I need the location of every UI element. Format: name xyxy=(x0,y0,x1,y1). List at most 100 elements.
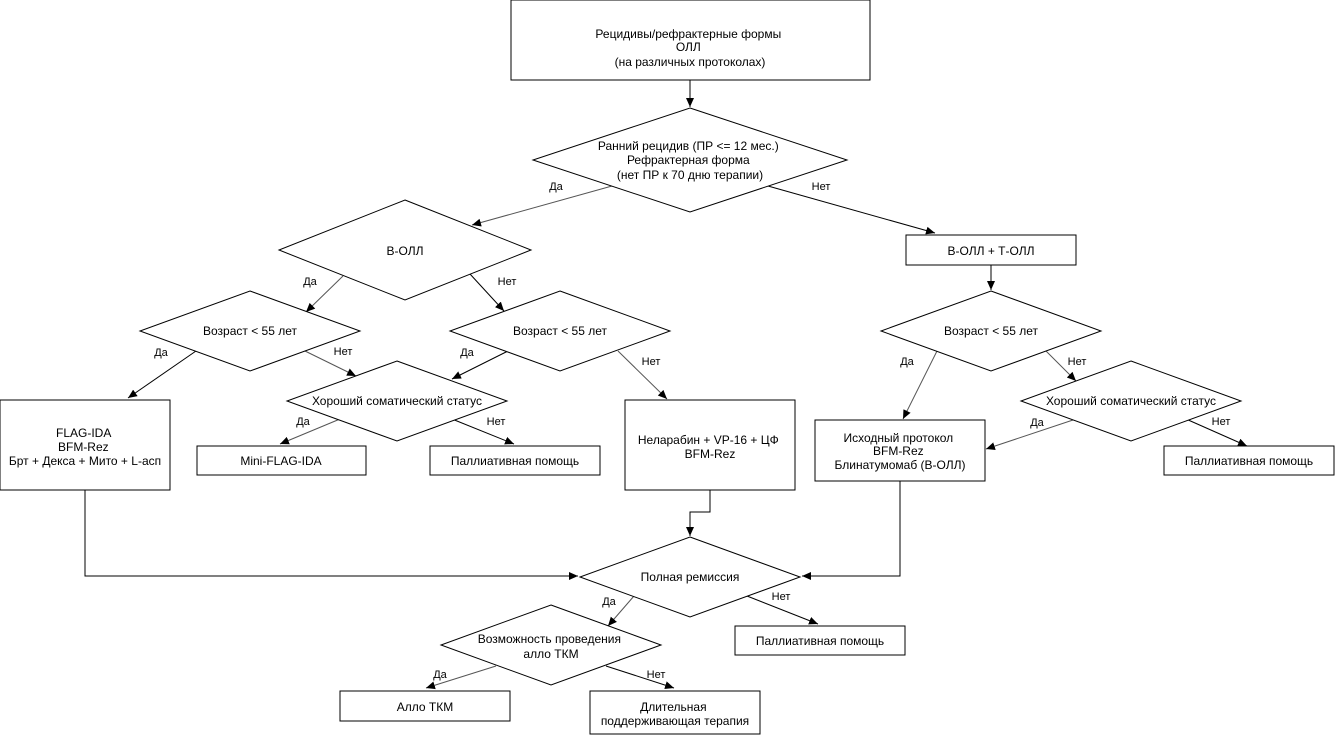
decision-b-all-label: В-ОЛЛ xyxy=(387,244,424,258)
svg-text:Возможность проведения: Возможность проведения алло ТКМ xyxy=(478,632,625,661)
decision-age-label: Возраст < 55 лет xyxy=(944,324,1039,338)
node-start-line: ОЛЛ xyxy=(676,40,701,54)
decision-early-relapse-line: Ранний рецидив (ПР <= 12 мес.) xyxy=(598,139,779,153)
edge-b-yes xyxy=(305,275,344,313)
edge-early-yes xyxy=(471,185,613,227)
decision-somatic-2: Хороший соматический статус xyxy=(1019,360,1243,442)
label-som2-yes: Да xyxy=(1030,417,1044,429)
decision-age-b-yes: Возраст < 55 лет xyxy=(138,290,362,372)
edge-rem-yes xyxy=(607,595,635,627)
edge-allo-yes xyxy=(425,665,497,690)
node-allo-tkm: Алло ТКМ xyxy=(339,690,511,722)
edge-allo-no xyxy=(605,665,675,690)
decision-allo-possible-line: алло ТКМ xyxy=(523,647,578,661)
decision-remission: Полная ремиссия xyxy=(578,536,802,618)
label-som1-no: Нет xyxy=(487,416,506,428)
edge-age2-no xyxy=(617,350,668,400)
edge-initial-to-remission xyxy=(802,481,901,580)
label-age1-no: Нет xyxy=(334,346,353,358)
node-start: Рецидивы/рефрактерные формы ОЛЛ (на разл… xyxy=(510,0,871,81)
edge-age1-no xyxy=(304,350,357,377)
node-nelarabine: Неларабин + VP-16 + ЦФ BFM-Rez xyxy=(624,399,796,491)
edge-flag-to-remission xyxy=(84,490,578,580)
node-palliative-3: Паллиативная помощь xyxy=(734,625,906,656)
decision-allo-possible: Возможность проведения алло ТКМ xyxy=(439,604,663,686)
node-initial-protocol: Исходный протокол BFM-Rez Блинатумомаб (… xyxy=(814,419,986,482)
svg-text:FLAG-IDA BFM-Rez: FLAG-IDA BFM-Rez Брт + Декса + Мито + L-… xyxy=(9,426,161,468)
label-som2-no: Нет xyxy=(1212,416,1231,428)
decision-somatic-label: Хороший соматический статус xyxy=(1046,394,1216,408)
node-initial-protocol-line: Блинатумомаб (В-ОЛЛ) xyxy=(835,458,966,472)
decision-age-label: Возраст < 55 лет xyxy=(513,324,608,338)
edge-som2-yes xyxy=(985,418,1077,450)
node-mini-flag-ida-label: Mini-FLAG-IDA xyxy=(240,454,321,468)
label-som1-yes: Да xyxy=(296,416,310,428)
edge-som1-yes xyxy=(279,418,341,445)
decision-remission-label: Полная ремиссия xyxy=(641,570,740,584)
node-palliative-1: Паллиативная помощь xyxy=(429,445,601,476)
node-palliative-label: Паллиативная помощь xyxy=(756,634,884,648)
edge-som1-no xyxy=(451,418,515,445)
label-age1-yes: Да xyxy=(154,347,168,359)
label-early-no: Нет xyxy=(812,181,831,193)
edge-rem-no xyxy=(746,595,819,625)
node-flag-ida-line: BFM-Rez xyxy=(58,440,109,454)
label-early-yes: Да xyxy=(549,181,563,193)
node-start-line: (на различных протоколах) xyxy=(615,55,766,69)
node-allo-tkm-label: Алло ТКМ xyxy=(397,700,453,714)
decision-early-relapse: Ранний рецидив (ПР <= 12 мес.) Рефрактер… xyxy=(531,107,849,213)
node-palliative-label: Паллиативная помощь xyxy=(1185,454,1313,468)
decision-somatic-label: Хороший соматический статус xyxy=(312,394,482,408)
decision-age-label: Возраст < 55 лет xyxy=(203,324,298,338)
decision-early-relapse-line: (нет ПР к 70 дню терапии) xyxy=(617,168,763,182)
label-b-no: Нет xyxy=(498,276,517,288)
svg-text:Длительная поддерживаю: Длительная поддерживающая терапия xyxy=(601,700,749,728)
edge-age2-yes xyxy=(451,350,509,380)
label-age3-yes: Да xyxy=(900,356,914,368)
edge-age1-yes xyxy=(127,350,197,399)
decision-somatic-1: Хороший соматический статус xyxy=(285,360,509,442)
node-mini-flag-ida: Mini-FLAG-IDA xyxy=(196,445,367,476)
node-flag-ida-line: FLAG-IDA xyxy=(56,426,111,440)
edge-labels: Да Нет Да Нет Да Нет Да Нет Да Нет Да Не… xyxy=(154,181,1230,681)
label-allo-yes: Да xyxy=(433,669,447,681)
label-rem-no: Нет xyxy=(772,591,791,603)
node-nelarabine-line: Неларабин + VP-16 + ЦФ xyxy=(638,433,779,447)
node-palliative-label: Паллиативная помощь xyxy=(451,454,579,468)
svg-text:Ранний рецидив (ПР <= 12 мес.): Ранний рецидив (ПР <= 12 мес.) Рефрактер… xyxy=(598,139,782,182)
svg-text:Исходный протокол BFM-: Исходный протокол BFM-Rez Блинатумомаб (… xyxy=(835,431,966,472)
label-age2-yes: Да xyxy=(460,347,474,359)
node-bt-all: В-ОЛЛ + Т-ОЛЛ xyxy=(905,234,1077,266)
node-maintenance-line: поддерживающая терапия xyxy=(601,714,749,728)
label-age3-no: Нет xyxy=(1068,356,1087,368)
node-start-line: Рецидивы/рефрактерные формы xyxy=(595,27,781,41)
label-age2-no: Нет xyxy=(642,356,661,368)
node-initial-protocol-line: Исходный протокол xyxy=(844,431,954,445)
edge-som2-no xyxy=(1185,418,1248,447)
node-maintenance-line: Длительная xyxy=(640,700,707,714)
decision-early-relapse-line: Рефрактерная форма xyxy=(627,153,750,167)
node-bt-all-label: В-ОЛЛ + Т-ОЛЛ xyxy=(948,244,1035,258)
svg-text:Неларабин + VP-16 + ЦФ: Неларабин + VP-16 + ЦФ BFM-Rez xyxy=(638,433,782,461)
node-nelarabine-line: BFM-Rez xyxy=(685,447,736,461)
label-b-yes: Да xyxy=(303,276,317,288)
label-rem-yes: Да xyxy=(602,596,616,608)
edges xyxy=(84,80,1248,690)
edge-nelarabine-to-remission xyxy=(686,490,711,536)
label-allo-no: Нет xyxy=(647,669,666,681)
decision-age-b-no: Возраст < 55 лет xyxy=(448,290,672,372)
edge-age3-yes xyxy=(902,350,938,420)
node-flag-ida-line: Брт + Декса + Мито + L-асп xyxy=(9,454,161,468)
node-initial-protocol-line: BFM-Rez xyxy=(873,444,924,458)
svg-text:Рецидивы/рефрактерные формы: Рецидивы/рефрактерные формы ОЛЛ (на разл… xyxy=(595,27,784,69)
node-flag-ida: FLAG-IDA BFM-Rez Брт + Декса + Мито + L-… xyxy=(0,399,171,491)
edge-age3-no xyxy=(1045,350,1077,382)
edge-early-no xyxy=(767,185,936,235)
node-palliative-2: Паллиативная помощь xyxy=(1163,445,1335,476)
edge-b-no xyxy=(469,273,505,312)
decision-allo-possible-line: Возможность проведения xyxy=(478,632,621,646)
decision-age-late: Возраст < 55 лет xyxy=(879,290,1103,372)
node-maintenance: Длительная поддерживающая терапия xyxy=(589,690,761,735)
